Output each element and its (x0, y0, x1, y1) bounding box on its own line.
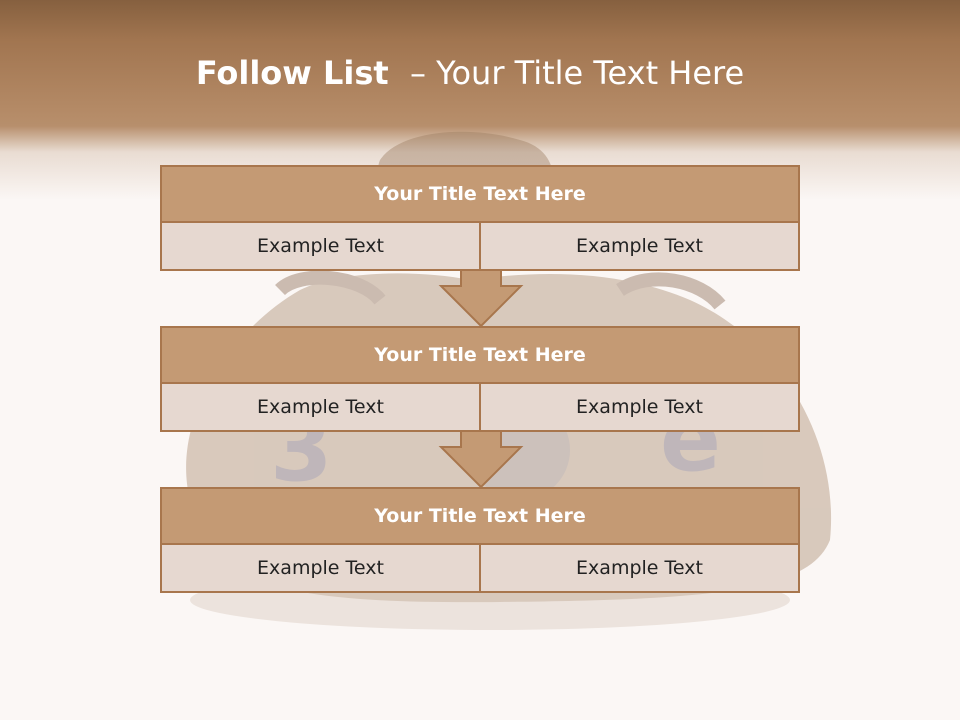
block-title: Your Title Text Here (160, 326, 800, 384)
down-arrow-icon (438, 430, 524, 489)
list-block-2: Your Title Text Here Example Text Exampl… (160, 326, 800, 432)
block-title: Your Title Text Here (160, 487, 800, 545)
slide-title: Follow List – Your Title Text Here (0, 54, 940, 92)
down-arrow-icon (438, 269, 524, 328)
block-cell-left: Example Text (160, 382, 481, 432)
block-cell-right: Example Text (479, 382, 800, 432)
list-block-1: Your Title Text Here Example Text Exampl… (160, 165, 800, 271)
list-block-3: Your Title Text Here Example Text Exampl… (160, 487, 800, 593)
block-cell-left: Example Text (160, 543, 481, 593)
block-cell-right: Example Text (479, 221, 800, 271)
block-title: Your Title Text Here (160, 165, 800, 223)
slide-title-bold: Follow List (195, 54, 400, 92)
block-cell-left: Example Text (160, 221, 481, 271)
slide-title-rest: – Your Title Text Here (399, 54, 745, 92)
block-cell-right: Example Text (479, 543, 800, 593)
